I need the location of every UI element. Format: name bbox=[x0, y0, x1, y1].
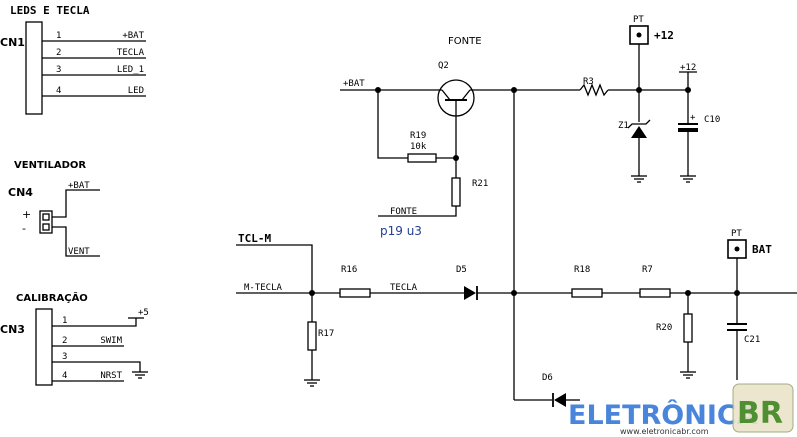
c21-label: C21 bbox=[744, 335, 760, 345]
r19-value: 10k bbox=[410, 142, 427, 152]
cn1-label: CN1 bbox=[0, 36, 25, 49]
d5-label: D5 bbox=[456, 265, 467, 275]
watermark-url: www.eletronicabr.com bbox=[620, 427, 709, 436]
r7-label: R7 bbox=[642, 265, 653, 275]
fonte-net-wire bbox=[378, 206, 457, 217]
r19-wire bbox=[377, 90, 408, 159]
r3-resistor bbox=[579, 83, 609, 97]
pt12-label: +12 bbox=[654, 29, 674, 42]
cn3-pin-num: 3 bbox=[62, 352, 67, 362]
z1-zener bbox=[631, 126, 647, 138]
cn4-label: CN4 bbox=[8, 186, 33, 199]
d6-diode bbox=[554, 393, 566, 407]
watermark-badge: BR bbox=[737, 396, 783, 431]
ground-icon bbox=[631, 175, 647, 183]
r19-resistor bbox=[407, 153, 437, 163]
testpoint-pad bbox=[636, 32, 642, 38]
r3-label: R3 bbox=[583, 77, 594, 87]
cn3-pin-label: SWIM bbox=[100, 336, 122, 346]
r20-resistor bbox=[683, 313, 693, 343]
cn3-connector bbox=[35, 308, 53, 386]
tcl-m-wire bbox=[236, 244, 313, 293]
r21-resistor bbox=[451, 177, 461, 207]
section-title-calibracao: CALIBRAÇÃO bbox=[16, 291, 88, 304]
section-title-leds-tecla: LEDS E TECLA bbox=[10, 4, 90, 17]
r17-resistor bbox=[307, 321, 317, 351]
r20-label: R20 bbox=[656, 323, 672, 333]
cn4-wire-vent bbox=[52, 226, 100, 257]
cn1-pins: 1 2 3 4 +BAT TECLA LED_1 LED bbox=[42, 31, 146, 97]
note-p19-u3: p19 u3 bbox=[380, 224, 422, 238]
c10-label: C10 bbox=[704, 115, 720, 125]
cn4-pin-pad bbox=[42, 223, 50, 231]
plus12-rail-label: +12 bbox=[680, 63, 696, 73]
cn4-plus: + bbox=[22, 208, 31, 221]
tcl-m-label: TCL-M bbox=[238, 232, 271, 245]
section-title-ventilador: VENTILADOR bbox=[14, 160, 86, 171]
watermark: ELETRÔNICA BR www.eletronicabr.com bbox=[568, 383, 794, 436]
ground-icon bbox=[680, 175, 696, 183]
q2-label: Q2 bbox=[438, 61, 449, 71]
pt12-pt-label: PT bbox=[633, 15, 644, 25]
cn1-pin-num: 3 bbox=[56, 65, 61, 75]
pt-bat-pt-label: PT bbox=[731, 229, 742, 239]
r21-label: R21 bbox=[472, 179, 488, 189]
d5-diode bbox=[464, 286, 476, 300]
watermark-brand: ELETRÔNICA bbox=[568, 399, 758, 431]
cn3-label: CN3 bbox=[0, 323, 25, 336]
r18-resistor bbox=[571, 288, 603, 298]
c10-plus: + bbox=[690, 113, 696, 123]
m-tecla-label: M-TECLA bbox=[244, 283, 283, 293]
cn1-connector bbox=[25, 21, 43, 115]
z1-label: Z1 bbox=[618, 121, 629, 131]
cn1-pin-label: TECLA bbox=[117, 48, 145, 58]
cn3-pin-num: 1 bbox=[62, 316, 67, 326]
c10-capacitor-plate bbox=[678, 128, 698, 132]
junction bbox=[511, 290, 517, 296]
r19-label: R19 bbox=[410, 131, 426, 141]
watermark-badge-chip-icon bbox=[732, 383, 794, 433]
section-title-fonte: FONTE bbox=[448, 36, 482, 47]
cn1-pin-label: LED_1 bbox=[117, 65, 144, 75]
d6-label: D6 bbox=[542, 373, 553, 383]
cn4-minus: - bbox=[22, 222, 26, 235]
r18-label: R18 bbox=[574, 265, 590, 275]
bat-input-label: +BAT bbox=[343, 79, 365, 89]
r17-label: R17 bbox=[318, 329, 334, 339]
ground-icon bbox=[680, 371, 696, 379]
pt-bat-label: BAT bbox=[752, 243, 772, 256]
q2-transistor bbox=[437, 79, 475, 117]
junction bbox=[453, 155, 459, 161]
z1-cathode-bar bbox=[627, 119, 651, 129]
cn3-supply-label: +5 bbox=[138, 308, 149, 318]
tecla-net-label: TECLA bbox=[390, 283, 418, 293]
cn3-pin-num: 2 bbox=[62, 336, 67, 346]
cn4-wire-bat bbox=[52, 189, 100, 218]
cn4-vent-label: VENT bbox=[68, 247, 90, 257]
r16-resistor bbox=[339, 288, 371, 298]
r16-label: R16 bbox=[341, 265, 357, 275]
cn1-pin-label: LED bbox=[128, 86, 144, 96]
cn4-pin-pad bbox=[42, 213, 50, 221]
ground-icon bbox=[304, 379, 320, 387]
cn3-pin-num: 4 bbox=[62, 371, 67, 381]
cn3-pin-label: NRST bbox=[100, 371, 122, 381]
cn3-pins: 1 2 3 4 +5 SWIM NRST bbox=[52, 308, 149, 382]
r7-resistor bbox=[639, 288, 671, 298]
testpoint-pad bbox=[734, 246, 740, 252]
cn1-pin-num: 1 bbox=[56, 31, 61, 41]
cn1-pin-label: +BAT bbox=[122, 31, 144, 41]
fonte-net-label: FONTE bbox=[390, 207, 417, 217]
cn1-pin-num: 2 bbox=[56, 48, 61, 58]
cn1-pin-num: 4 bbox=[56, 86, 61, 96]
cn4-bat-label: +BAT bbox=[68, 181, 90, 191]
